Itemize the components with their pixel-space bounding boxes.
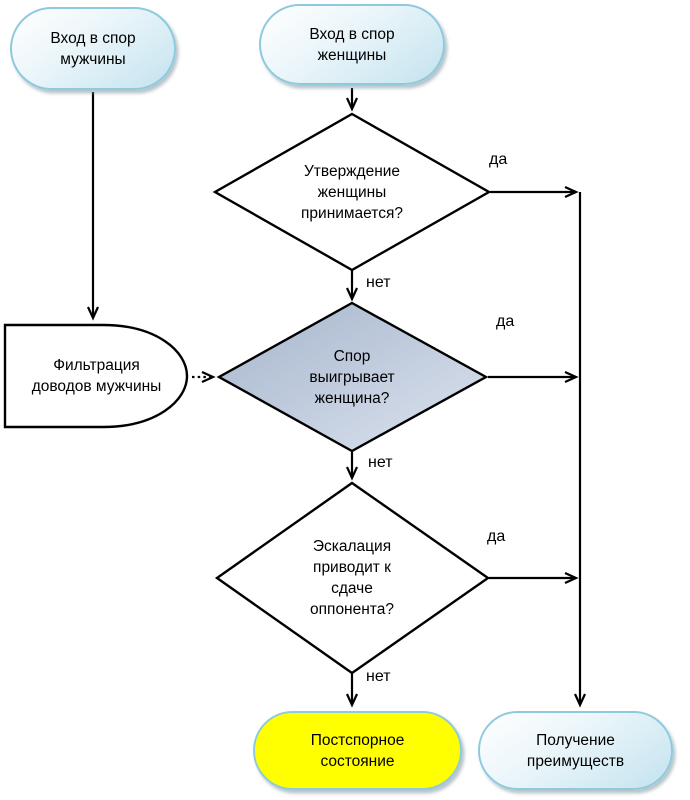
edge-label-no-1: нет — [366, 274, 391, 291]
node-start-woman: Вход в спор женщины — [259, 4, 445, 85]
node-end-benefits-label: Получение преимуществ — [526, 731, 625, 770]
edge-label-no-2: нет — [368, 454, 393, 471]
node-start-woman-label: Вход в спор женщины — [309, 25, 395, 64]
edge-label-no-3: нет — [366, 668, 391, 685]
node-start-man-label: Вход в спор мужчины — [50, 29, 136, 68]
decision3-diamond — [214, 481, 491, 675]
node-end-benefits: Получение преимуществ — [478, 711, 673, 790]
edge-label-yes-2: да — [496, 313, 515, 330]
decision2-diamond — [216, 301, 489, 453]
edge-label-yes-1: да — [489, 151, 508, 168]
node-end-state-label: Постспорное состояние — [310, 731, 405, 770]
filter-delay-shape — [3, 323, 189, 429]
edge-label-yes-3: да — [487, 528, 506, 545]
node-start-man: Вход в спор мужчины — [10, 7, 176, 90]
decision1-diamond — [212, 112, 492, 272]
node-end-state: Постспорное состояние — [253, 711, 462, 790]
